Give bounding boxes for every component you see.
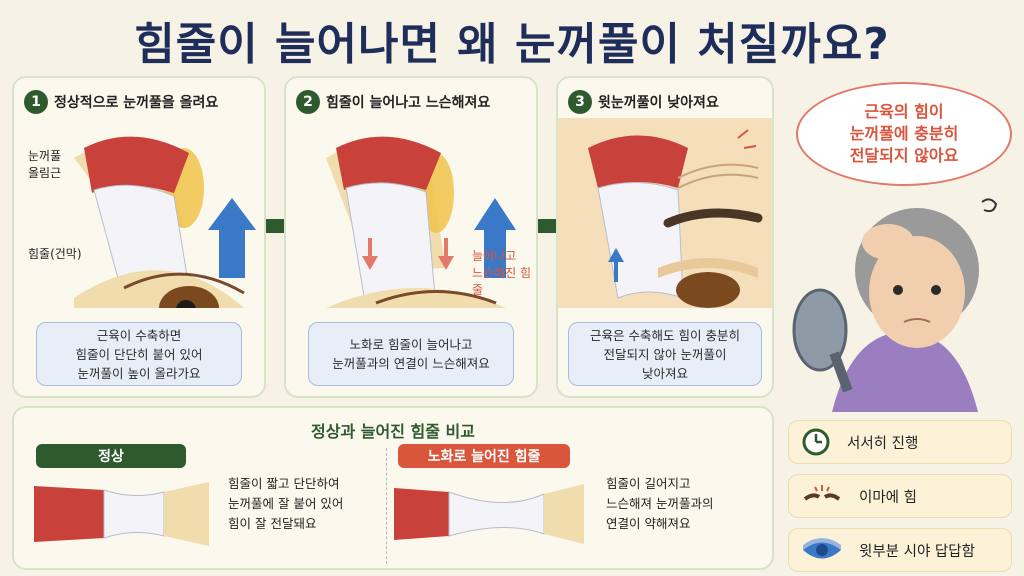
eyelid-droop-illustration bbox=[558, 118, 772, 308]
symptom-label: 이마에 힘 bbox=[859, 489, 917, 506]
comparison-panel: 정상과 늘어진 힘줄 비교 정상 노화로 늘어진 힘줄 힘줄이 짧고 단단하여 … bbox=[12, 406, 774, 570]
step-2-number: 2 bbox=[296, 90, 320, 114]
step-3-panel: 3 윗눈꺼풀이 낮아져요 근육은 수축해도 힘이 충분히 전달되지 않아 눈꺼풀… bbox=[556, 76, 774, 398]
eyelid-normal-illustration bbox=[74, 136, 256, 308]
eyelid-stretched-illustration bbox=[326, 136, 516, 308]
step-3-number: 3 bbox=[568, 90, 592, 114]
step-2-heading: 2 힘줄이 늘어나고 느슨해져요 bbox=[296, 90, 490, 114]
aged-tag: 노화로 늘어진 힘줄 bbox=[398, 444, 570, 468]
step-1-title: 정상적으로 눈꺼풀을 올려요 bbox=[54, 95, 219, 111]
normal-description: 힘줄이 짧고 단단하여 눈꺼풀에 잘 붙어 있어 힘이 잘 전달돼요 bbox=[228, 476, 344, 531]
eye-icon bbox=[803, 538, 841, 559]
step-1-heading: 1 정상적으로 눈꺼풀을 올려요 bbox=[24, 90, 218, 114]
aged-description: 힘줄이 길어지고 느슨해져 눈꺼풀과의 연결이 약해져요 bbox=[606, 476, 714, 531]
step-3-title: 윗눈꺼풀이 낮아져요 bbox=[598, 95, 719, 111]
comparison-title: 정상과 늘어진 힘줄 비교 bbox=[311, 422, 475, 441]
step-3-heading: 3 윗눈꺼풀이 낮아져요 bbox=[568, 90, 719, 114]
elderly-woman-illustration bbox=[792, 198, 998, 412]
symptom-label: 서서히 진행 bbox=[847, 435, 919, 452]
symptom-label: 윗부분 시야 답답함 bbox=[859, 543, 975, 560]
step-2-caption: 노화로 힘줄이 늘어나고 눈꺼풀과의 연결이 느슨해져요 bbox=[308, 322, 514, 386]
symptom-card-vision: 윗부분 시야 답답함 bbox=[788, 528, 1012, 572]
loose-tendon-label: 늘어나고 느슨해진 힘줄 bbox=[472, 249, 532, 297]
step-1-caption: 근육이 수축하면 힘줄이 단단히 붙어 있어 눈꺼풀이 높이 올라가요 bbox=[36, 322, 242, 386]
divider bbox=[386, 448, 387, 564]
aged-tendon-illustration bbox=[394, 484, 584, 544]
clock-icon bbox=[802, 428, 830, 456]
symptom-card-slow: 서서히 진행 bbox=[788, 420, 1012, 464]
step-3-caption: 근육은 수축해도 힘이 충분히 전달되지 않아 눈꺼풀이 낮아져요 bbox=[568, 322, 762, 386]
normal-tag: 정상 bbox=[36, 444, 186, 468]
step-1-number: 1 bbox=[24, 90, 48, 114]
step-2-panel: 2 힘줄이 늘어나고 느슨해져요 늘어나고 느슨해진 힘줄 노화로 힘줄이 늘어… bbox=[284, 76, 538, 398]
step-2-title: 힘줄이 늘어나고 느슨해져요 bbox=[326, 95, 491, 111]
tendon-label: 힘줄(건막) bbox=[28, 247, 82, 261]
normal-tendon-illustration bbox=[34, 482, 209, 546]
forehead-strain-icon bbox=[803, 485, 841, 501]
muscle-label: 눈꺼풀 올림근 bbox=[28, 149, 62, 180]
page-title: 힘줄이 늘어나면 왜 눈꺼풀이 처질까요? bbox=[134, 19, 890, 70]
speech-bubble: 근육의 힘이 눈꺼풀에 충분히 전달되지 않아요 bbox=[796, 82, 1012, 186]
symptom-card-forehead: 이마에 힘 bbox=[788, 474, 1012, 518]
step-1-panel: 1 정상적으로 눈꺼풀을 올려요 눈꺼풀 올림근 힘줄(건막) 근육이 수축하면… bbox=[12, 76, 266, 398]
